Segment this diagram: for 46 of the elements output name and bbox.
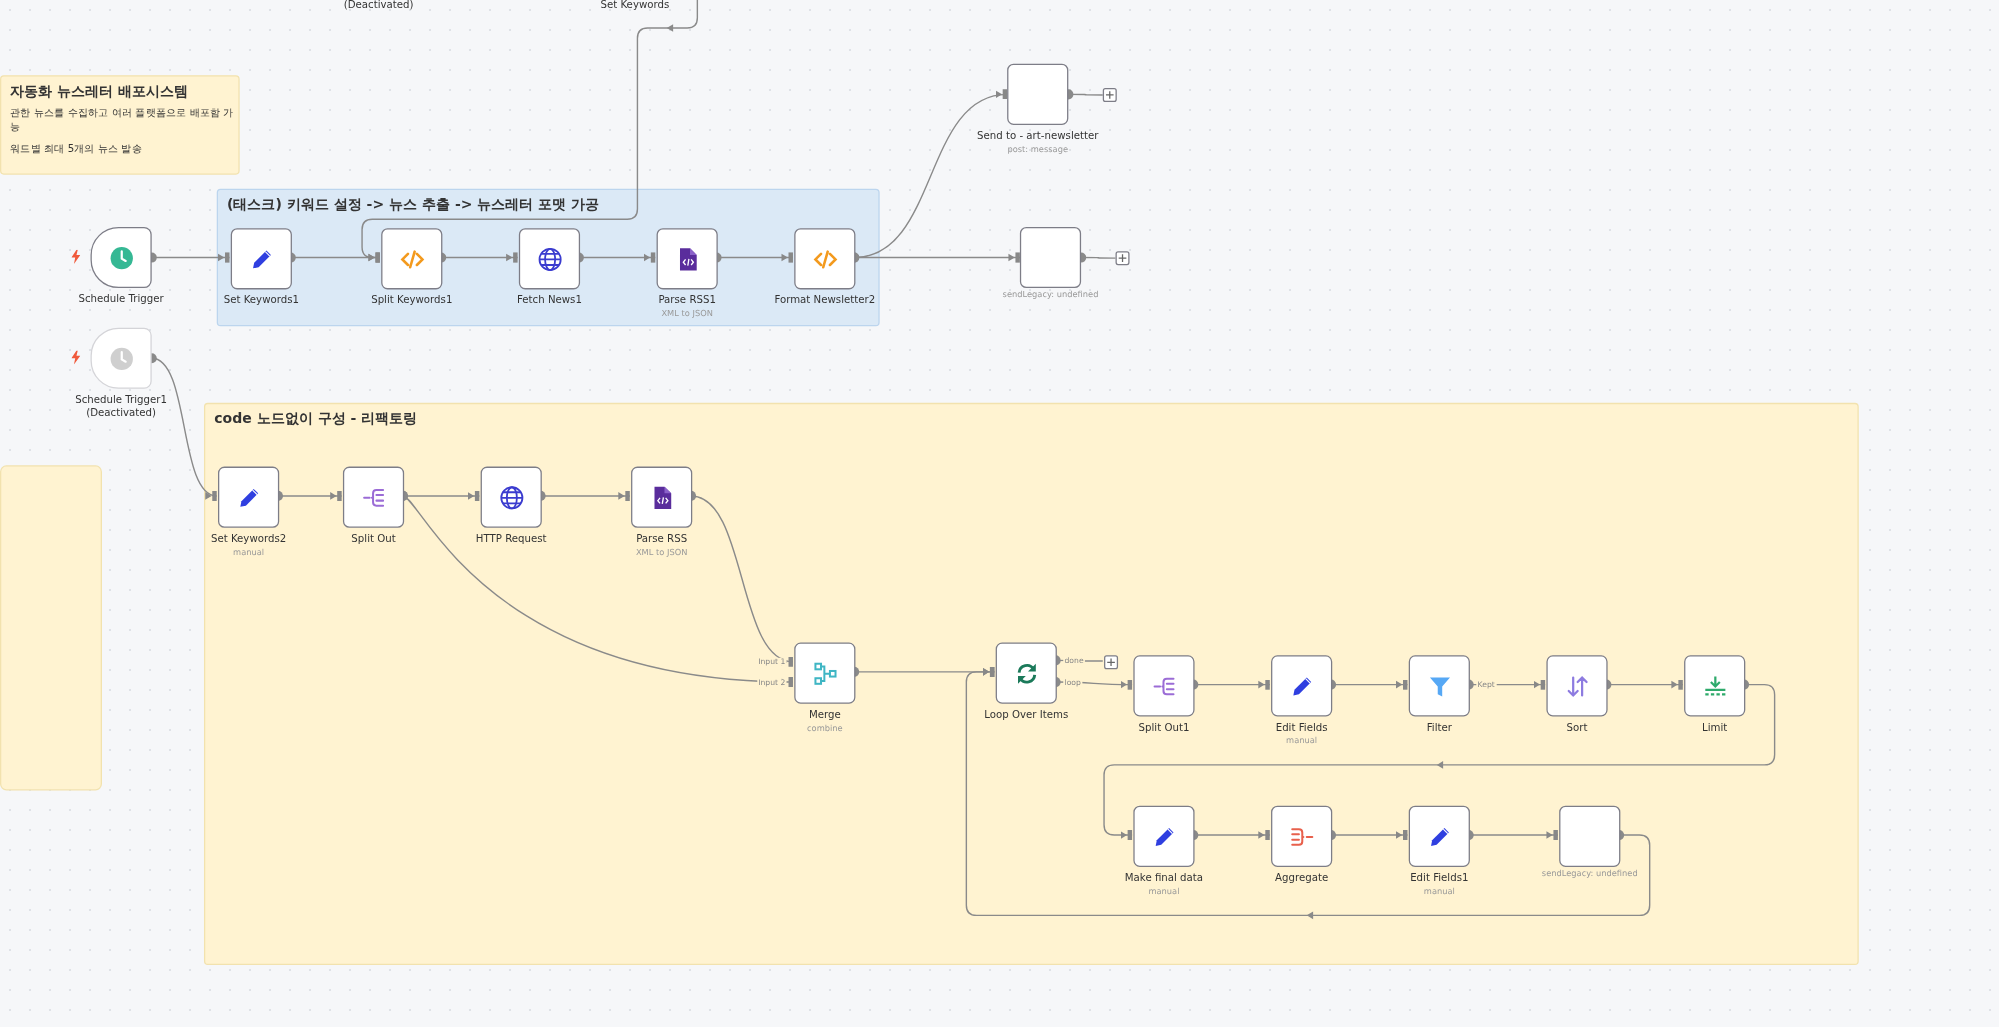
- node-title: Parse RSS1: [658, 294, 716, 308]
- node-title: Aggregate: [1275, 872, 1329, 886]
- node-title: Make final data: [1124, 872, 1204, 886]
- node-subtitle: XML to JSON: [661, 309, 713, 320]
- node-subtitle: post: message: [1007, 144, 1068, 155]
- note-title: 자동화 뉴스레터 배포시스템: [10, 81, 189, 101]
- add-button: [1104, 655, 1119, 670]
- node-subtitle: combine: [807, 723, 843, 734]
- node-title: Merge: [808, 708, 841, 723]
- node-subtitle: sendLegacy: undefined: [1541, 868, 1638, 879]
- node-title: Limit: [1702, 721, 1728, 735]
- sticky-note: [0, 465, 102, 791]
- node-title: Format Newsletter2: [774, 294, 876, 308]
- node-subtitle: manual: [1423, 886, 1455, 897]
- node-title: HTTP Request: [475, 532, 547, 547]
- node-title: Loop Over Items: [984, 708, 1069, 723]
- node-title: Schedule Trigger: [78, 293, 164, 307]
- node-title: Send to - art-newsletter: [977, 130, 1099, 144]
- node-title: Split Out1: [1138, 721, 1190, 735]
- node-subtitle: manual: [233, 547, 265, 558]
- node-title: Set Keywords1: [223, 294, 299, 308]
- group-heading: code 노드없이 구성 - 리팩토링: [214, 409, 418, 429]
- node-title: Schedule Trigger1 (Deactivated): [74, 393, 168, 421]
- group-panel: [204, 402, 1859, 966]
- node-title: Split Out: [351, 532, 396, 547]
- node-title: Set Keywords: [600, 0, 670, 12]
- node-subtitle: XML to JSON: [635, 547, 688, 558]
- note-text: 관한 뉴스를 수집하고 여러 플랫폼으로 배포함 가능: [10, 107, 235, 135]
- node-title: Fetch News1: [517, 294, 582, 308]
- group-heading: (태스크) 키워드 설정 -> 뉴스 추출 -> 뉴스레터 포맷 가공: [226, 195, 600, 215]
- node-title: Edit Fields1: [1410, 872, 1469, 886]
- node-subtitle: manual: [1148, 886, 1180, 897]
- group-panel: [216, 188, 880, 327]
- note-text: 워드별 최대 5개의 뉴스 발송: [10, 142, 142, 157]
- node-subtitle: sendLegacy: undefined: [1002, 289, 1099, 300]
- add-button: [1102, 87, 1117, 102]
- node-title: Edit Fields: [1275, 721, 1328, 735]
- add-button: [1115, 251, 1130, 266]
- node-title: Set Keywords2: [210, 532, 287, 547]
- node-title: Split Keywords1: [371, 294, 453, 308]
- node-subtitle: manual: [1286, 736, 1318, 747]
- sticky-note: [0, 75, 240, 175]
- node-title: Filter: [1426, 721, 1452, 735]
- node-title: (Deactivated): [343, 0, 414, 12]
- node-title: Sort: [1566, 721, 1588, 735]
- node-title: Parse RSS: [636, 532, 688, 547]
